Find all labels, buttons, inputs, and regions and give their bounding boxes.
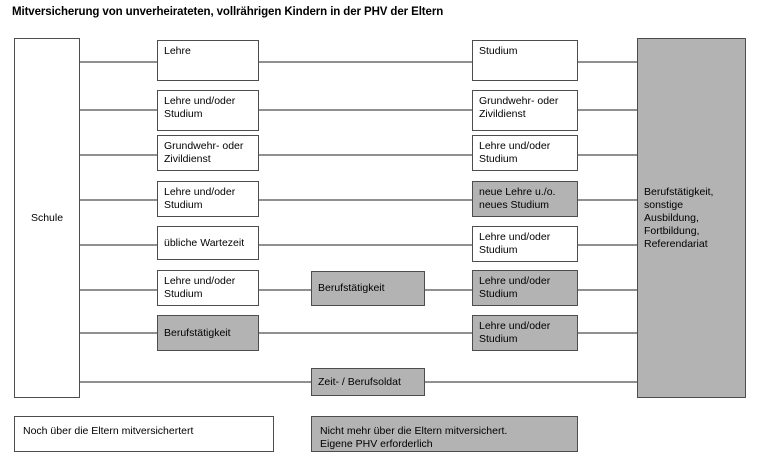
node-row8-stage3-label: Zeit- / Berufsoldat — [318, 375, 401, 388]
node-row7-stage4[interactable]: Lehre und/oder Studium — [472, 315, 578, 351]
page-title: Mitversicherung von unverheirateten, vol… — [12, 6, 444, 18]
node-schule[interactable]: Schule — [14, 38, 80, 398]
node-row8-stage3[interactable]: Zeit- / Berufsoldat — [311, 368, 425, 396]
legend-not-covered: Nicht mehr über die Eltern mitversichert… — [311, 416, 578, 452]
node-row2-stage4[interactable]: Grundwehr- oder Zivildienst — [472, 90, 578, 131]
node-row3-stage2[interactable]: Grundwehr- oder Zivildienst — [157, 135, 259, 171]
node-row6-stage3-label: Berufstätigkeit — [318, 282, 385, 294]
node-schule-label: Schule — [30, 211, 64, 224]
node-row6-stage2[interactable]: Lehre und/oder Studium — [157, 270, 259, 306]
node-row4-stage4[interactable]: neue Lehre u./o. neues Studium — [472, 181, 578, 217]
node-row1-stage4[interactable]: Studium — [472, 40, 578, 81]
node-row5-stage2-label: übliche Wartezeit — [164, 236, 245, 249]
node-row5-stage2[interactable]: übliche Wartezeit — [157, 226, 259, 260]
legend-covered: Noch über die Eltern mitversichertert — [14, 416, 274, 452]
node-row1-stage2[interactable]: Lehre — [157, 40, 259, 81]
node-row7-stage2[interactable]: Berufstätigkeit — [157, 315, 259, 351]
node-berufstaetigkeit-sammel[interactable]: Berufstätigkeit, sonstige Ausbildung, Fo… — [637, 38, 746, 398]
node-row5-stage4[interactable]: Lehre und/oder Studium — [472, 226, 578, 262]
node-row7-stage2-label: Berufstätigkeit — [164, 326, 231, 339]
node-row4-stage2[interactable]: Lehre und/oder Studium — [157, 181, 259, 217]
node-berufstaetigkeit-sammel-label: Berufstätigkeit, sonstige Ausbildung, Fo… — [644, 185, 714, 250]
node-row6-stage3[interactable]: Berufstätigkeit — [311, 271, 425, 306]
node-row6-stage4[interactable]: Lehre und/oder Studium — [472, 270, 578, 306]
node-row3-stage4[interactable]: Lehre und/oder Studium — [472, 135, 578, 171]
node-row2-stage2[interactable]: Lehre und/oder Studium — [157, 90, 259, 131]
